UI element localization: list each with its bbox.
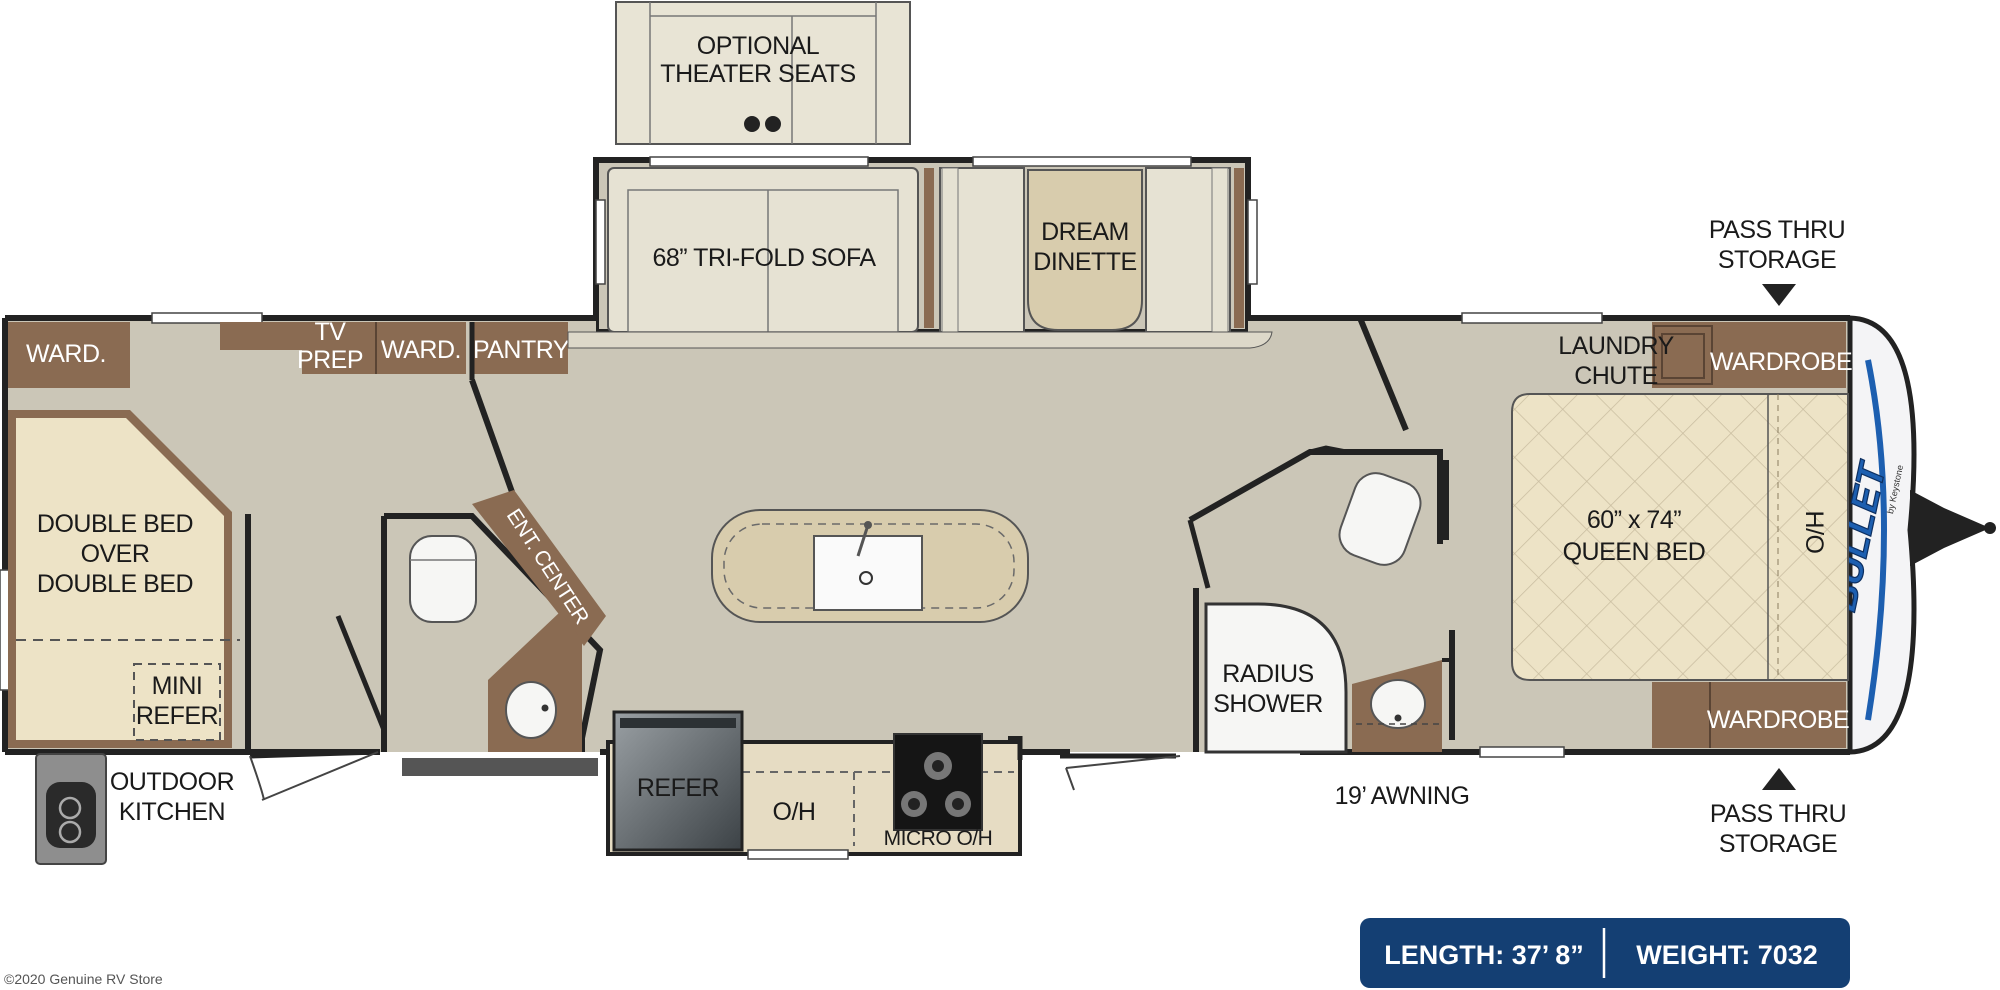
ho-label: H/O <box>1800 511 1828 554</box>
copyright-note: ©2020 Genuine RV Store <box>4 971 163 987</box>
kitchen-counter: REFER O/H MICRO O/H <box>402 710 1023 860</box>
master-bedroom: WARDROBE WARDROBE LAUNDRY CHUTE 60” x 74… <box>1511 322 1853 748</box>
micro-oh-label: MICRO O/H <box>884 827 993 850</box>
outdoor-kitchen-label-2: KITCHEN <box>119 798 225 826</box>
bunk-label-3: DOUBLE BED <box>37 570 193 598</box>
bunk-room: WARD. DOUBLE BED OVER DOUBLE BED MINI RE… <box>8 322 251 752</box>
kitchen-island <box>711 509 1029 623</box>
theater-seats-label-2: THEATER SEATS <box>660 60 855 88</box>
bunk-label-2: OVER <box>81 540 150 568</box>
weight-spec: WEIGHT: 7032 <box>1636 940 1818 970</box>
outdoor-kitchen-label-1: OUTDOOR <box>110 768 234 796</box>
laundry-label-2: CHUTE <box>1574 362 1658 390</box>
arrow-down-icon <box>1762 284 1796 306</box>
pass-thru-top-label-2: STORAGE <box>1718 246 1836 274</box>
pantry-label: PANTRY <box>473 336 570 364</box>
theater-seats: OPTIONAL THEATER SEATS <box>615 1 911 145</box>
dream-dinette: DREAM DINETTE <box>939 167 1231 333</box>
wardrobe-top-label: WARDROBE <box>1710 348 1852 376</box>
bunk-label-1: DOUBLE BED <box>37 510 193 538</box>
refer-label: REFER <box>637 774 719 802</box>
upper-cabinets: TV PREP WARD. PANTRY <box>220 318 1273 380</box>
arrow-up-icon <box>1762 768 1796 790</box>
mini-refer-label-1: MINI <box>152 672 203 700</box>
shower-label-1: RADIUS <box>1222 660 1313 688</box>
queen-bed-label-1: 60” x 74” <box>1587 506 1681 534</box>
tv-prep-label-2: PREP <box>297 346 363 374</box>
tv-prep-label-1: TV <box>315 318 347 346</box>
ward-left-label: WARD. <box>26 340 106 368</box>
tri-fold-sofa: 68” TRI-FOLD SOFA <box>607 167 919 333</box>
spec-bar: LENGTH: 37’ 8” WEIGHT: 7032 <box>1360 918 1850 988</box>
pass-thru-bottom-label-1: PASS THRU <box>1710 800 1846 828</box>
length-spec: LENGTH: 37’ 8” <box>1384 940 1584 970</box>
dinette-label-1: DREAM <box>1041 218 1129 246</box>
mini-refer-label-2: REFER <box>136 702 218 730</box>
queen-bed-label-2: QUEEN BED <box>1563 538 1706 566</box>
theater-seats-label-1: OPTIONAL <box>697 32 820 60</box>
rear-bathroom: RADIUS SHOWER <box>1187 316 1455 754</box>
pass-thru-top-label-1: PASS THRU <box>1709 216 1845 244</box>
exterior-annotations: PASS THRU STORAGE PASS THRU STORAGE 19’ … <box>1335 216 1847 858</box>
outdoor-kitchen: OUTDOOR KITCHEN <box>35 753 235 865</box>
shower-label-2: SHOWER <box>1213 690 1323 718</box>
awning-label: 19’ AWNING <box>1335 782 1470 810</box>
laundry-label-1: LAUNDRY <box>1558 332 1674 360</box>
oh-label: O/H <box>773 798 816 826</box>
pass-thru-bottom-label-2: STORAGE <box>1719 830 1837 858</box>
entry-doors <box>249 749 1181 801</box>
wardrobe-bottom-label: WARDROBE <box>1707 706 1849 734</box>
dinette-label-2: DINETTE <box>1033 248 1136 276</box>
ward-mid-label: WARD. <box>381 336 461 364</box>
sofa-label: 68” TRI-FOLD SOFA <box>652 244 876 272</box>
